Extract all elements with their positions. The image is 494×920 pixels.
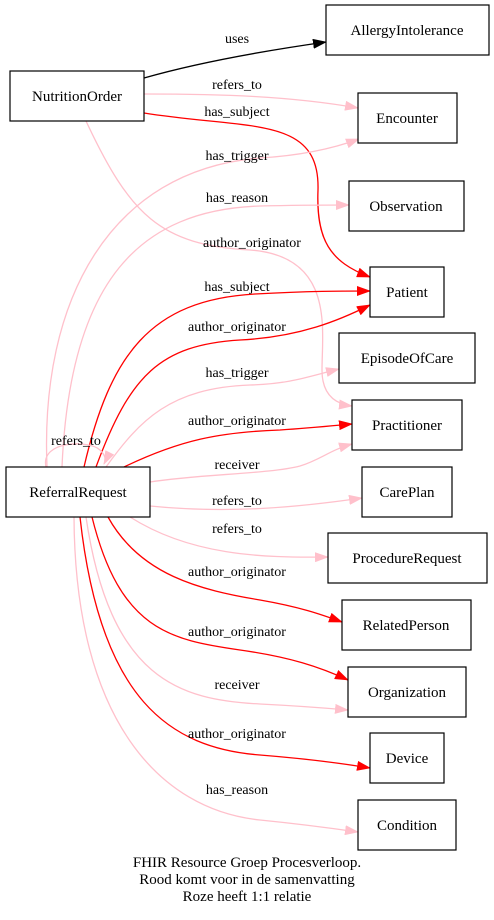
edge-rr-receiver-org — [85, 516, 349, 714]
edge-no-uses — [143, 38, 327, 79]
edge-rr-author-originator-device — [79, 516, 371, 771]
edge-rr-has-trigger-encounter — [45, 138, 360, 468]
node-label: Condition — [377, 818, 438, 834]
node-label: NutritionOrder — [32, 89, 122, 105]
node-procedure-request[interactable]: ProcedureRequest — [327, 532, 488, 584]
edge-rr-author-originator-patient — [95, 304, 371, 468]
edge-label-rr-refers-to-careplan: refers_to — [212, 494, 262, 509]
node-condition[interactable]: Condition — [357, 799, 457, 851]
edge-rr-refers-to-self — [45, 443, 115, 468]
edge-label-rr-author-originator-patient: author_originator — [188, 320, 286, 335]
edge-rr-author-originator-practitioner — [123, 420, 353, 468]
node-label: Observation — [369, 199, 443, 215]
edge-no-has-subject — [143, 112, 371, 278]
caption-line-3: Roze heeft 1:1 relatie — [183, 889, 312, 905]
edge-label-rr-author-originator-device: author_originator — [188, 727, 286, 742]
edge-rr-has-reason-observation — [61, 200, 350, 468]
node-nutrition-order[interactable]: NutritionOrder — [9, 70, 145, 122]
node-label: RelatedPerson — [363, 618, 450, 634]
edge-rr-refers-to-procedure — [129, 516, 329, 563]
edge-label-rr-has-reason-observation: has_reason — [206, 191, 268, 206]
edge-rr-author-originator-org — [91, 516, 349, 681]
edge-label-rr-has-subject: has_subject — [204, 280, 269, 295]
edge-label-rr-has-trigger-episode: has_trigger — [206, 366, 269, 381]
edge-label-no-author-originator: author_originator — [203, 236, 301, 251]
edge-label-no-refers-to: refers_to — [212, 78, 262, 93]
node-organization[interactable]: Organization — [347, 666, 467, 718]
node-label: AllergyIntolerance — [350, 23, 463, 39]
node-patient[interactable]: Patient — [369, 266, 445, 318]
caption-line-2: Rood komt voor in de samenvatting — [139, 872, 355, 888]
edge-rr-has-subject — [83, 286, 371, 468]
node-label: Encounter — [376, 111, 438, 127]
node-label: ReferralRequest — [29, 485, 127, 501]
node-label: Practitioner — [372, 418, 442, 434]
edge-no-author-originator — [85, 120, 353, 410]
edge-label-no-uses: uses — [225, 32, 249, 47]
edge-label-rr-author-originator-practitioner: author_originator — [188, 414, 286, 429]
edge-rr-refers-to-careplan — [149, 494, 363, 511]
node-care-plan[interactable]: CarePlan — [361, 466, 453, 518]
edge-rr-receiver-practitioner — [149, 442, 353, 483]
node-practitioner[interactable]: Practitioner — [351, 399, 463, 451]
caption: FHIR Resource Groep Procesverloop. Rood … — [133, 855, 361, 905]
node-episode-of-care[interactable]: EpisodeOfCare — [338, 332, 476, 384]
node-device[interactable]: Device — [369, 732, 445, 784]
edge-label-rr-receiver-org: receiver — [214, 678, 259, 693]
node-label: EpisodeOfCare — [361, 351, 454, 367]
edge-label-rr-author-originator-org: author_originator — [188, 625, 286, 640]
node-label: Device — [386, 751, 429, 767]
node-encounter[interactable]: Encounter — [357, 92, 458, 144]
edge-label-rr-has-reason-condition: has_reason — [206, 783, 268, 798]
node-allergy-intolerance[interactable]: AllergyIntolerance — [325, 4, 490, 56]
node-referral-request[interactable]: ReferralRequest — [5, 466, 151, 518]
edge-label-no-has-subject: has_subject — [204, 105, 269, 120]
edge-rr-author-originator-related — [107, 516, 343, 623]
edge-label-rr-refers-to-self: refers_to — [51, 434, 101, 449]
edge-label-rr-author-originator-related: author_originator — [188, 565, 286, 580]
caption-line-1: FHIR Resource Groep Procesverloop. — [133, 855, 361, 871]
edge-rr-has-trigger-episode — [105, 367, 340, 468]
edge-rr-has-reason-condition — [73, 516, 359, 836]
edge-no-refers-to — [143, 93, 359, 111]
edge-label-rr-receiver-practitioner: receiver — [214, 458, 259, 473]
node-label: Organization — [368, 685, 447, 701]
node-label: CarePlan — [380, 485, 435, 501]
node-label: ProcedureRequest — [352, 551, 462, 567]
edge-label-rr-refers-to-procedure: refers_to — [212, 522, 262, 537]
node-observation[interactable]: Observation — [348, 180, 465, 232]
edge-label-rr-has-trigger-encounter: has_trigger — [206, 149, 269, 164]
node-related-person[interactable]: RelatedPerson — [341, 599, 472, 651]
node-label: Patient — [386, 285, 428, 301]
